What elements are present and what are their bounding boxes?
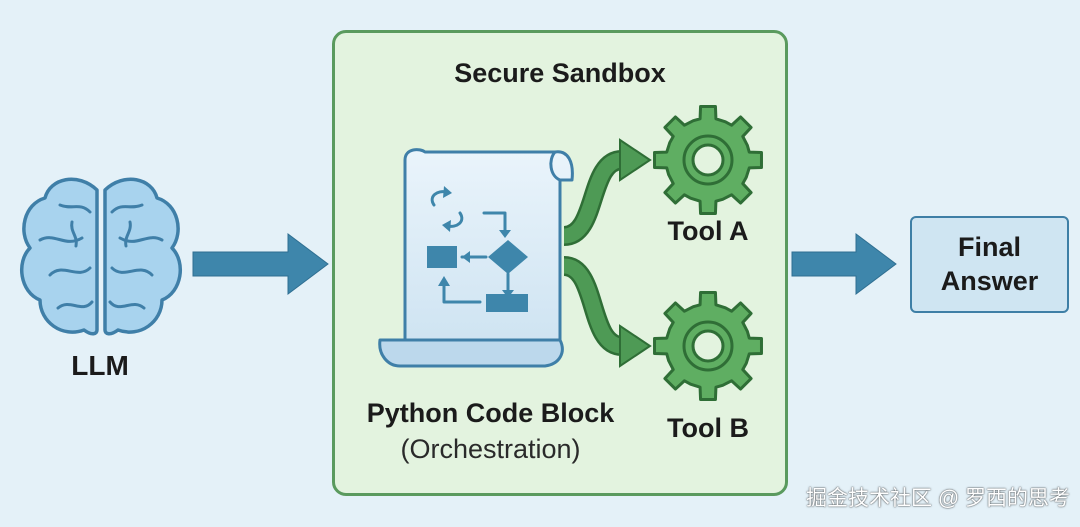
final-answer-line1: Final (957, 232, 1021, 262)
gear-ring (682, 320, 734, 372)
final-answer-line2: Answer (940, 266, 1039, 296)
tool-b-label: Tool B (667, 413, 749, 443)
sandbox-title: Secure Sandbox (454, 58, 666, 88)
watermark: 掘金技术社区 @ 罗西的思考 (806, 487, 1070, 510)
code-block-label: Python Code Block (366, 398, 615, 428)
arrow-code-to-tool-b (562, 256, 652, 368)
tool-a-label: Tool A (667, 216, 749, 246)
arrow-llm-to-code (192, 233, 329, 295)
gear-icon (653, 105, 763, 215)
arrow-code-to-tool-a (562, 138, 652, 246)
llm-label: LLM (71, 350, 129, 381)
code-block-sublabel: (Orchestration) (400, 434, 581, 464)
brain-icon (20, 177, 182, 336)
final-answer-box (910, 216, 1069, 313)
gear-ring (682, 134, 734, 186)
gear-icon (653, 291, 763, 401)
gear-hole (691, 143, 725, 177)
gear-hole (691, 329, 725, 363)
final-answer-label: Final Answer (910, 230, 1069, 298)
arrow-to-final-answer (791, 233, 897, 295)
scroll-flowchart-icon (378, 148, 574, 368)
